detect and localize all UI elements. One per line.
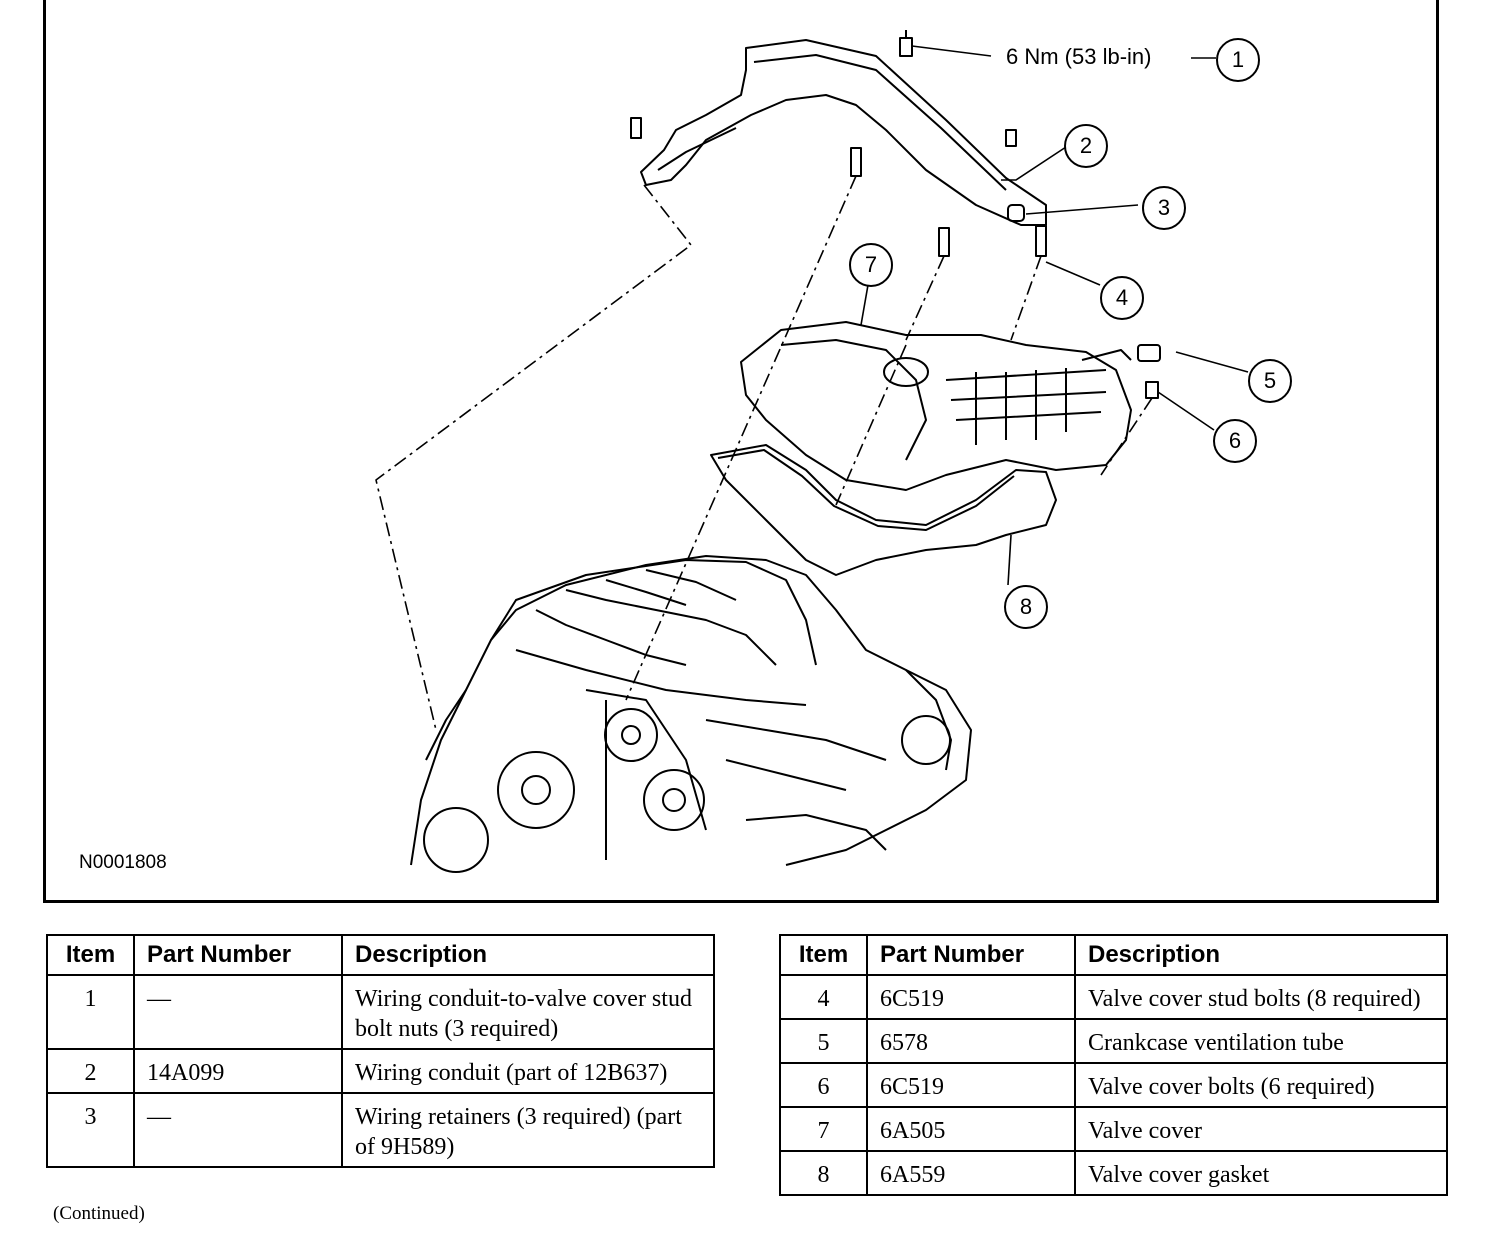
exploded-view-figure: 6 Nm (53 lb-in) 1 2 3 4 5 6 7 8 N0001808 (43, 0, 1439, 903)
callout-7: 7 (849, 243, 893, 287)
continued-note: (Continued) (53, 1203, 145, 1224)
table-header-row: Item Part Number Description (779, 934, 1448, 976)
engine-assembly-drawing (410, 555, 972, 873)
callout-4: 4 (1100, 276, 1144, 320)
part-number-cell: — (133, 1092, 343, 1168)
table-row: 1—Wiring conduit-to-valve cover stud bol… (46, 974, 715, 1050)
callout-2: 2 (1064, 124, 1108, 168)
part-number-cell: 6A559 (866, 1150, 1076, 1196)
torque-spec-label: 6 Nm (53 lb-in) (1006, 44, 1152, 69)
header-description: Description (1074, 934, 1448, 976)
alignment-lines (375, 175, 1153, 731)
parts-table-left: Item Part Number Description 1—Wiring co… (46, 934, 715, 1168)
callout-3: 3 (1142, 186, 1186, 230)
part-number-cell: 6C519 (866, 1062, 1076, 1108)
header-part-number: Part Number (133, 934, 343, 976)
part-number-cell: — (133, 974, 343, 1050)
part-number-cell: 6578 (866, 1018, 1076, 1064)
callout-8: 8 (1004, 585, 1048, 629)
description-cell: Valve cover stud bolts (8 required) (1074, 974, 1448, 1020)
description-cell: Valve cover (1074, 1106, 1448, 1152)
callout-1: 1 (1216, 38, 1260, 82)
callout-5: 5 (1248, 359, 1292, 403)
header-description: Description (341, 934, 715, 976)
description-cell: Wiring retainers (3 required) (part of 9… (341, 1092, 715, 1168)
item-cell: 1 (46, 974, 135, 1050)
table-row: 3—Wiring retainers (3 required) (part of… (46, 1092, 715, 1168)
description-cell: Valve cover bolts (6 required) (1074, 1062, 1448, 1108)
part-number-cell: 14A099 (133, 1048, 343, 1094)
item-cell: 3 (46, 1092, 135, 1168)
part-number-cell: 6A505 (866, 1106, 1076, 1152)
item-cell: 6 (779, 1062, 868, 1108)
header-item: Item (46, 934, 135, 976)
valve-cover-gasket-drawing (710, 444, 1057, 576)
table-header-row: Item Part Number Description (46, 934, 715, 976)
item-cell: 4 (779, 974, 868, 1020)
item-cell: 2 (46, 1048, 135, 1094)
valve-cover-exploded-drawing (375, 30, 1249, 873)
description-cell: Wiring conduit-to-valve cover stud bolt … (341, 974, 715, 1050)
part-number-cell: 6C519 (866, 974, 1076, 1020)
description-cell: Valve cover gasket (1074, 1150, 1448, 1196)
item-cell: 5 (779, 1018, 868, 1064)
wiring-conduit-drawing (640, 39, 1047, 226)
item-cell: 7 (779, 1106, 868, 1152)
figure-id: N0001808 (79, 852, 167, 873)
header-item: Item (779, 934, 868, 976)
header-part-number: Part Number (866, 934, 1076, 976)
callout-6: 6 (1213, 419, 1257, 463)
conduit-fasteners-drawing (630, 30, 1161, 399)
description-cell: Wiring conduit (part of 12B637) (341, 1048, 715, 1094)
item-cell: 8 (779, 1150, 868, 1196)
leader-lines (860, 45, 1249, 586)
description-cell: Crankcase ventilation tube (1074, 1018, 1448, 1064)
